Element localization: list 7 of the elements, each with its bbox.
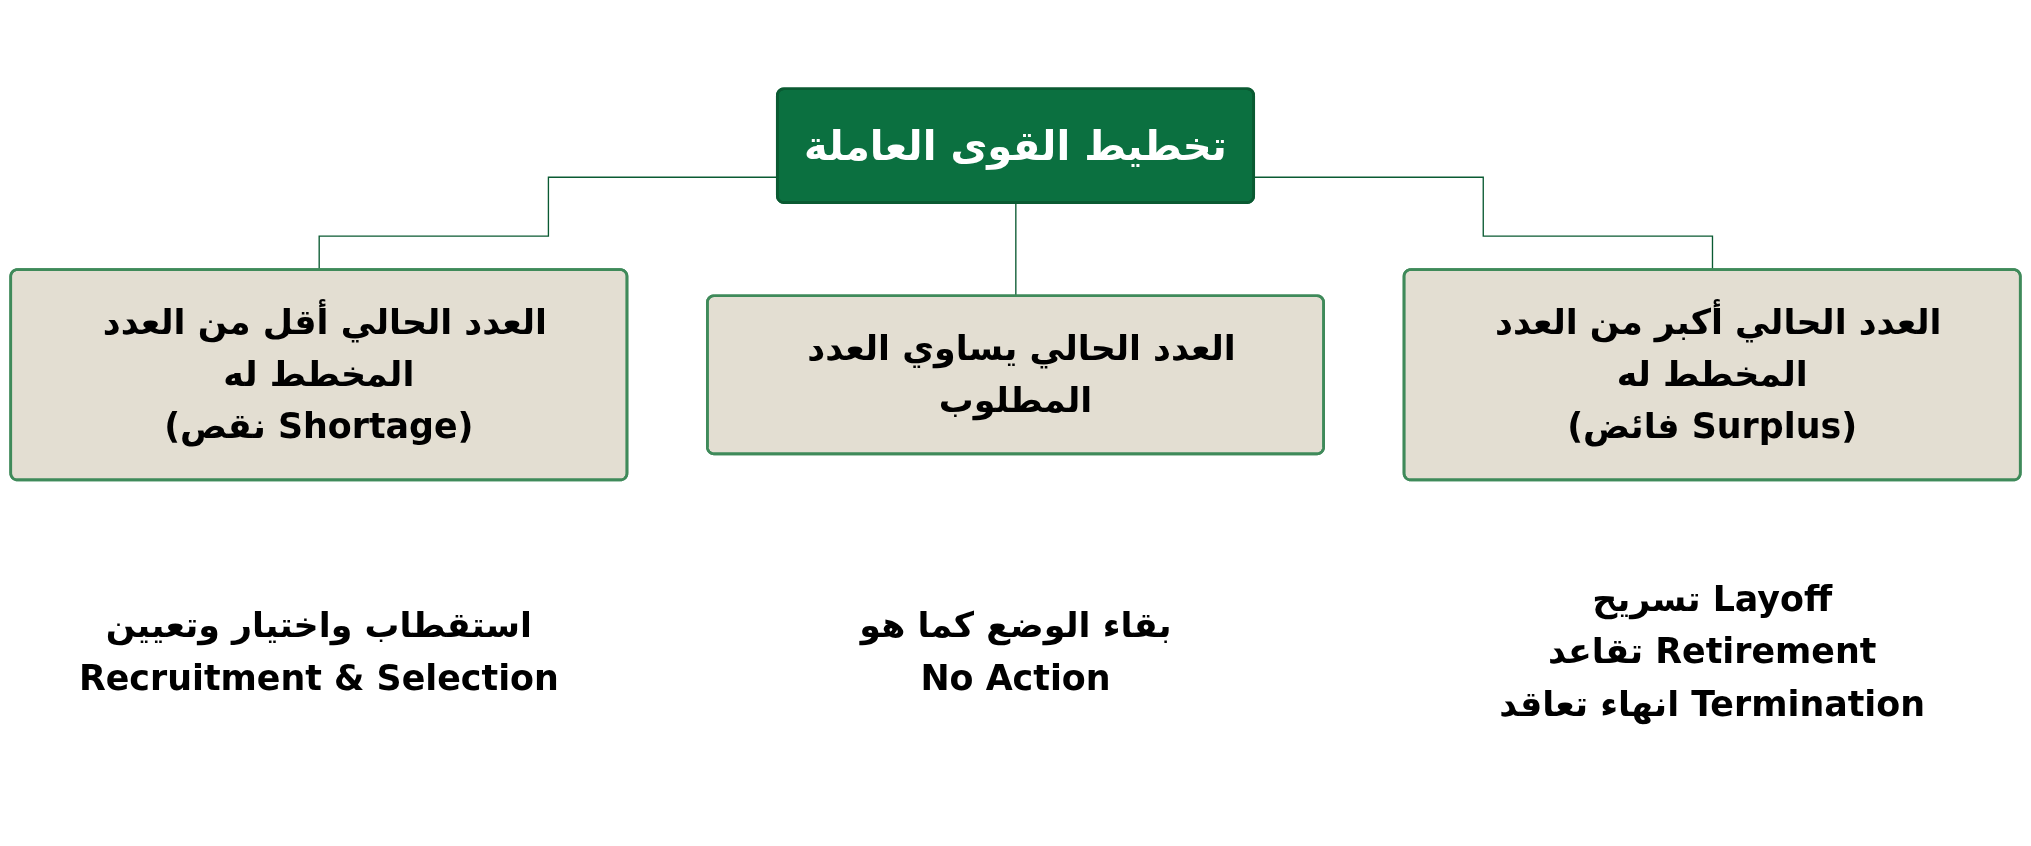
node-label: تقاعد Retirement	[1547, 631, 1877, 672]
node-label: انهاء تعاقد Termination	[1499, 683, 1926, 724]
node-label: تسريح Layoff	[1592, 579, 1833, 620]
node-label: استقطاب واختيار وتعيين	[105, 605, 532, 646]
node-label: No Action	[920, 657, 1111, 698]
node-label: Recruitment & Selection	[78, 657, 559, 698]
node-label: بقاء الوضع كما هو	[859, 605, 1172, 646]
